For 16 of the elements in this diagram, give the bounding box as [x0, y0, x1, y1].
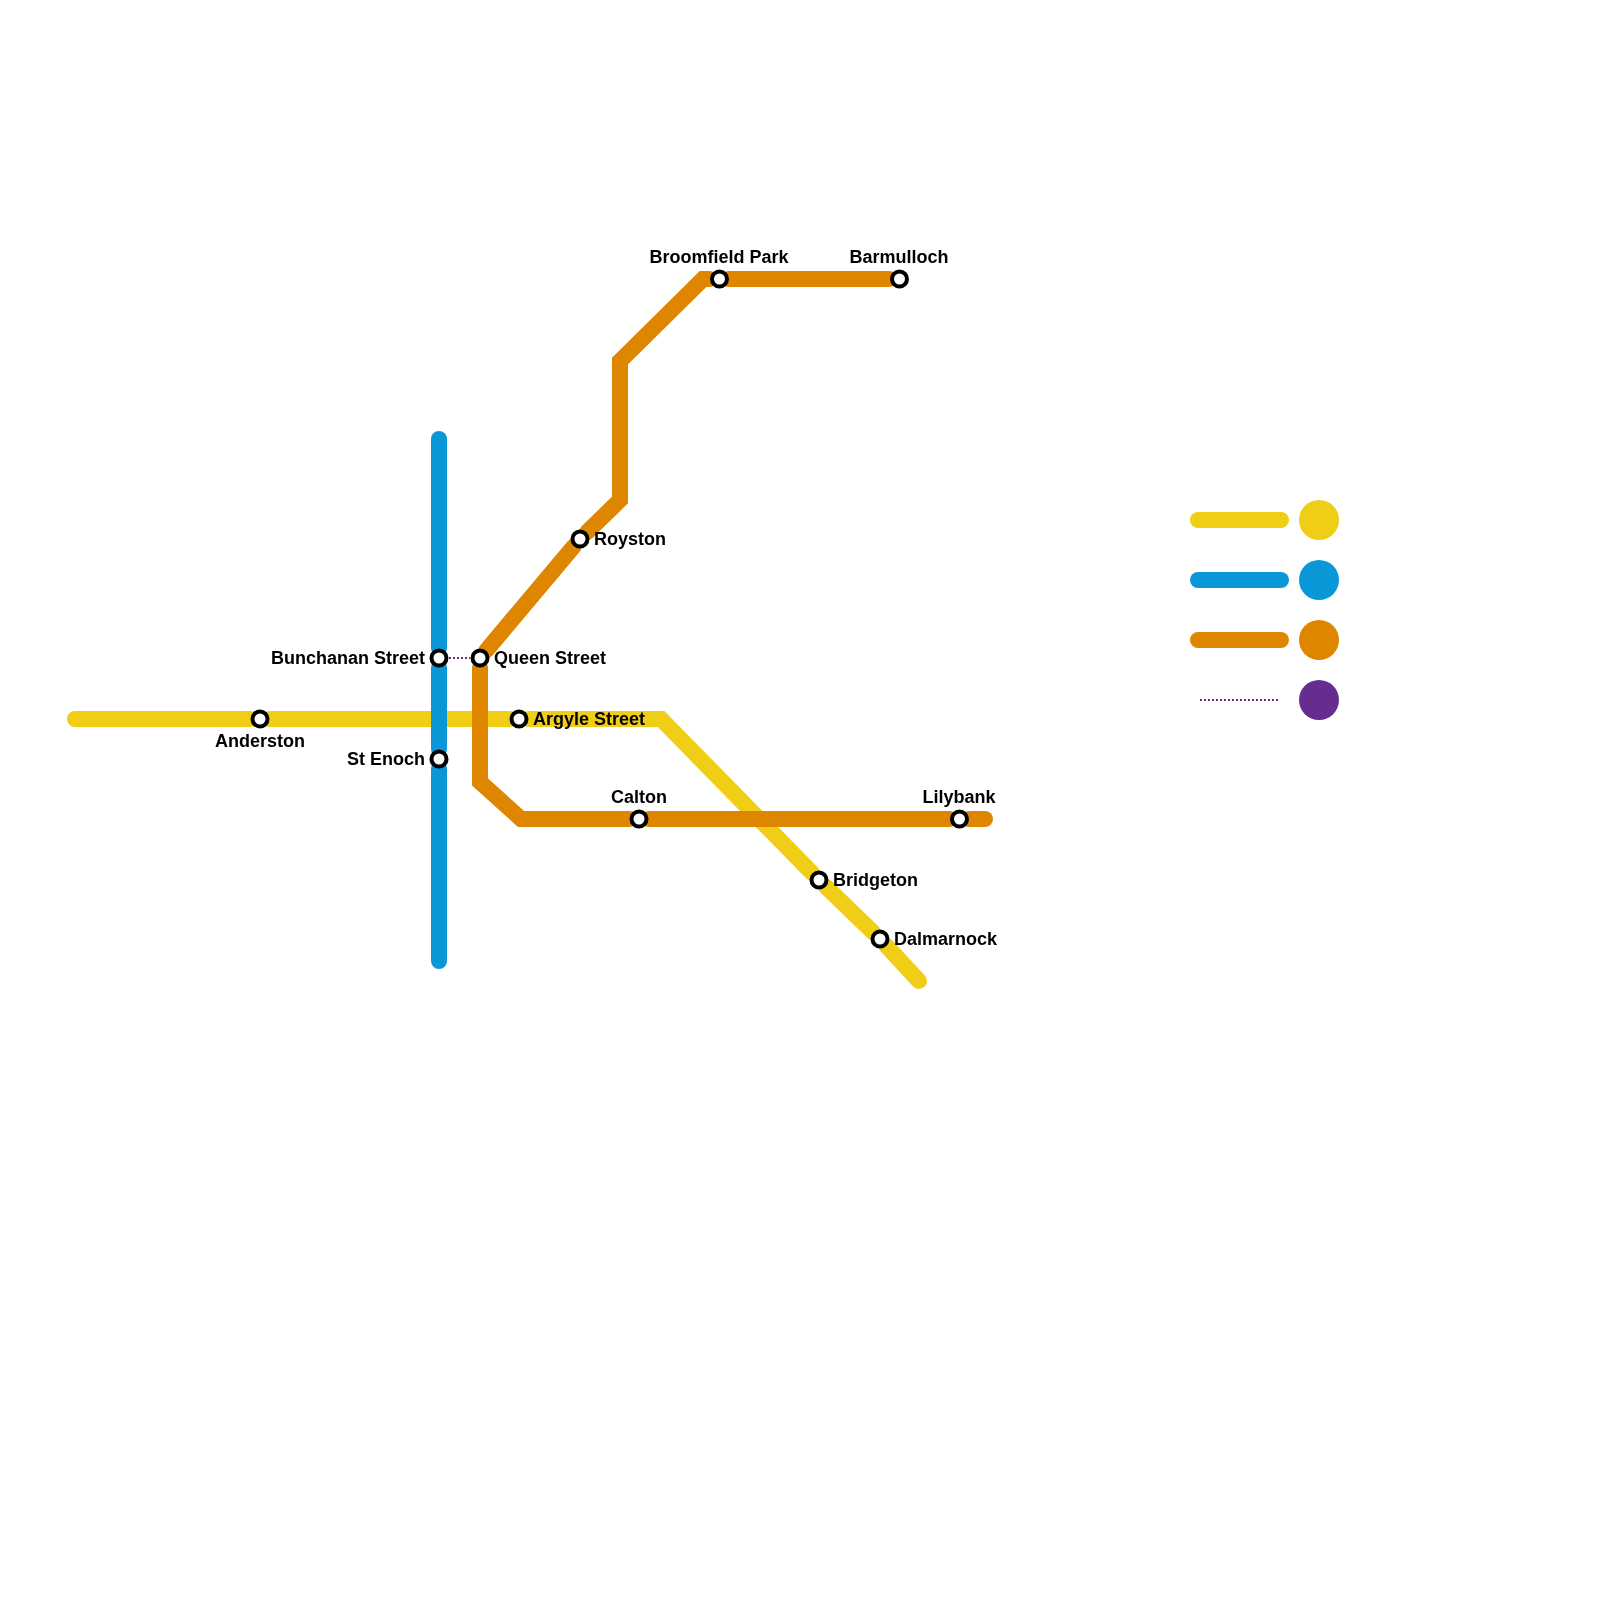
route-line — [818, 879, 881, 940]
route-line — [478, 538, 582, 659]
station-name: Barmulloch — [849, 247, 949, 267]
transfer-link — [448, 657, 471, 659]
station-name: Lilybank — [922, 787, 996, 807]
station-name: Calton — [611, 787, 667, 807]
station-name: Argyle Street — [533, 709, 646, 729]
station-name: St Enoch — [347, 749, 425, 769]
station-name: Anderston — [215, 731, 305, 751]
station-name: Dalmarnock — [894, 929, 998, 949]
station-name: Royston — [594, 529, 666, 549]
station-name: Bridgeton — [833, 870, 918, 890]
station-name: Bunchanan Street — [270, 648, 425, 668]
station-name: Broomfield Park — [649, 247, 789, 267]
route-line — [878, 938, 927, 989]
station-name: Queen Street — [494, 648, 607, 668]
